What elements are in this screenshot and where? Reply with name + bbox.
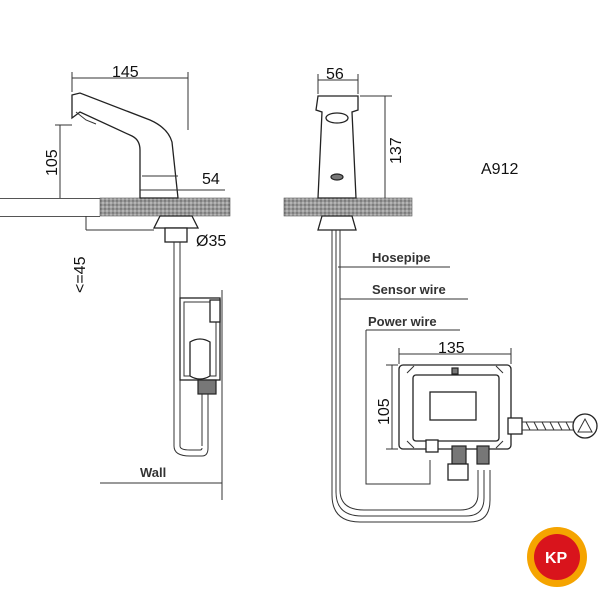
left-dimension-lines [55,72,225,231]
logo-text: KP [545,550,568,567]
faucet-side-icon [0,92,231,500]
box-height-label: 105 [376,398,393,425]
water-valve-icon [507,413,598,439]
left-depth-label: 54 [202,171,220,188]
left-height-label: 105 [44,149,61,176]
hosepipe-label: Hosepipe [372,250,431,265]
box-width-label: 135 [438,340,465,357]
faucet-front-icon [283,95,491,523]
left-deck-label: <=45 [72,256,89,293]
right-width-label: 56 [326,66,344,83]
left-width-label: 145 [112,64,139,81]
model-number: A912 [481,161,518,178]
power-wire-label: Power wire [368,314,437,329]
sensor-wire-label: Sensor wire [372,282,446,297]
logo-icon: KP [527,527,587,587]
right-dimension-lines [317,74,512,450]
right-height-label: 137 [388,137,405,164]
left-diameter-label: Ø35 [196,233,226,250]
wall-label: Wall [140,465,166,480]
control-box-icon [398,364,512,481]
